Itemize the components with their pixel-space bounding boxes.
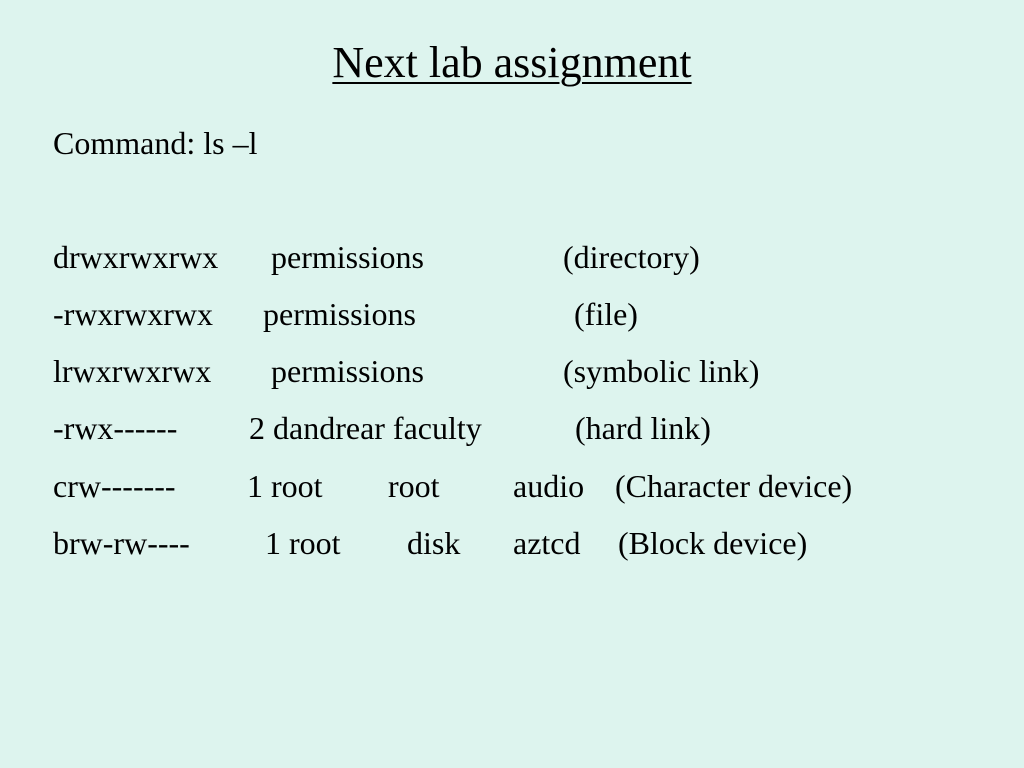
row-type-note: (Block device) <box>618 525 808 561</box>
row-type-note: (symbolic link) <box>563 353 760 389</box>
row-column-1: 2 dandrear faculty <box>249 410 482 446</box>
row-permissions: -rwxrwxrwx <box>53 296 213 332</box>
row-column-1: permissions <box>263 296 416 332</box>
row-type-note: (hard link) <box>575 410 711 446</box>
row-permissions: lrwxrwxrwx <box>53 353 212 389</box>
row-column-3: aztcd <box>513 525 581 561</box>
row-column-2: root <box>388 468 440 504</box>
command-line: Command: ls –l <box>53 125 258 161</box>
row-type-note: (directory) <box>563 239 700 275</box>
slide-title: Next lab assignment <box>332 38 692 87</box>
listing-row-directory: drwxrwxrwx permissions (directory) <box>53 238 700 390</box>
row-column-2: disk <box>407 525 461 561</box>
row-permissions: drwxrwxrwx <box>53 239 219 275</box>
row-type-note: (file) <box>574 296 638 332</box>
row-permissions: crw------- <box>53 468 176 504</box>
row-column-3: audio <box>513 468 585 504</box>
row-type-note: (Character device) <box>615 468 853 504</box>
listing-row-hardlink: -rwx------ 2 dandrear faculty (hard link… <box>53 409 711 561</box>
listing-row-file: -rwxrwxrwx permissions (file) <box>53 295 638 447</box>
row-column-1: 1 root <box>265 525 341 561</box>
listing-row-char-device: crw------- 1 root root audio (Character … <box>53 467 852 695</box>
row-column-1: permissions <box>271 353 424 389</box>
row-permissions: brw-rw---- <box>53 525 190 561</box>
row-column-1: 1 root <box>247 468 323 504</box>
row-permissions: -rwx------ <box>53 410 178 446</box>
listing-row-block-device: brw-rw---- 1 root disk aztcd (Block devi… <box>53 524 807 752</box>
row-column-1: permissions <box>271 239 424 275</box>
listing-row-symlink: lrwxrwxrwx permissions (symbolic link) <box>53 352 759 504</box>
